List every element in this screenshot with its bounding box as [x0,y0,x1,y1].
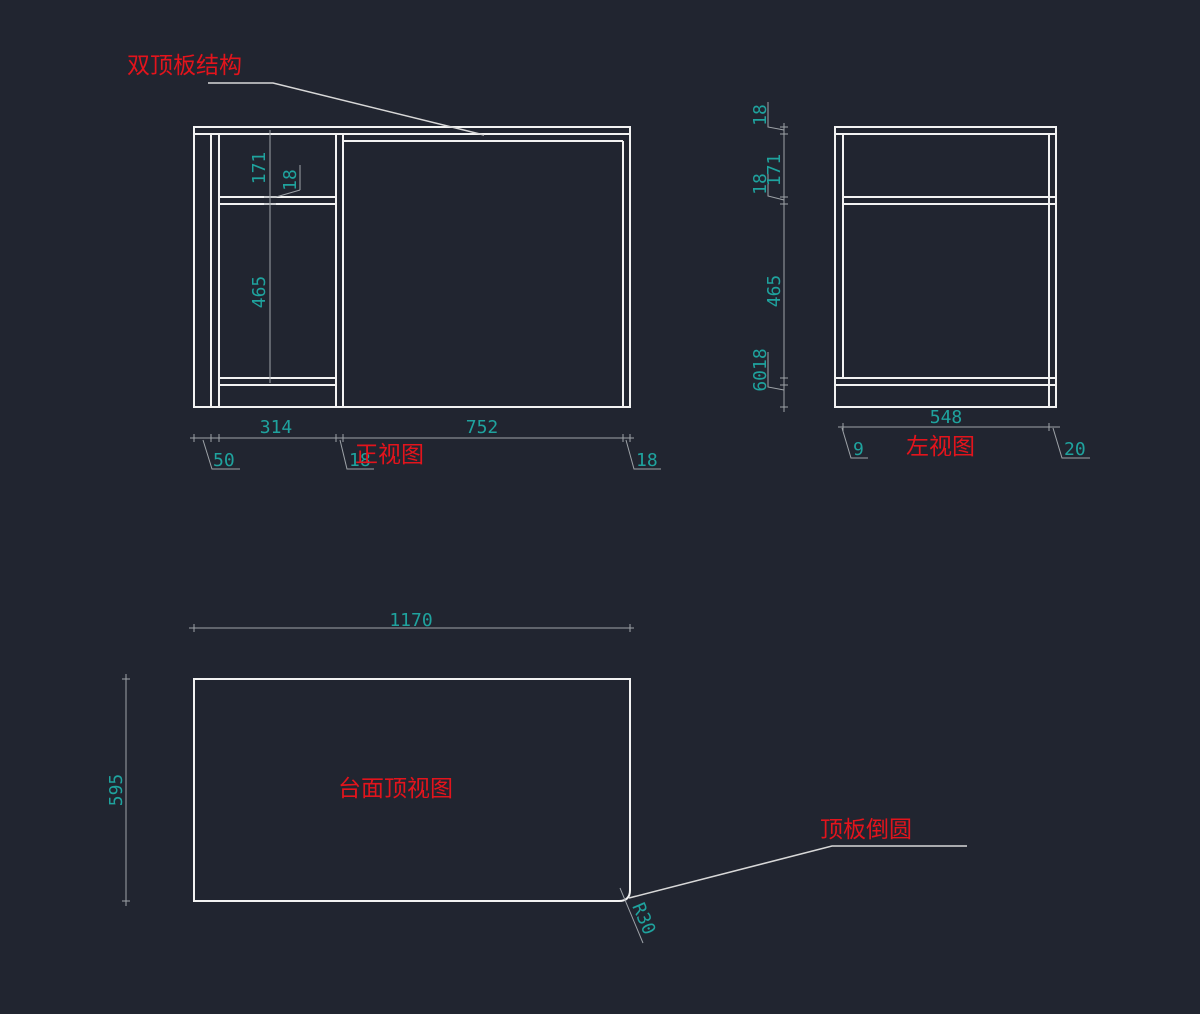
front-view [193,126,631,408]
top-dimensions: 1170 595 R30 [106,610,659,944]
double-top-leader [208,82,485,136]
label-top-view: 台面顶视图 [338,776,453,802]
fillet-leader [628,845,967,899]
dim-side-depth: 548 [930,407,963,428]
dim-top-depth: 595 [106,774,127,807]
dim-lower-shelf: 465 [249,276,270,309]
side-outline [834,126,1057,408]
front-dimensions: 171 18 465 314 752 50 18 18 [190,130,661,471]
label-fillet: 顶板倒圆 [820,817,912,843]
front-outline [193,126,631,408]
dim-side-top-board: 18 [750,104,771,126]
dim-upper-shelf: 171 [249,152,270,185]
left-dimensions: 18 171 18 465 6018 548 9 20 [750,102,1090,460]
dim-side-upper-gap: 171 [764,154,785,187]
double-top-callout: 双顶板结构 [127,53,485,136]
label-front-view: 正视图 [355,442,424,468]
label-double-top: 双顶板结构 [127,53,242,79]
dim-left-width: 314 [260,417,293,438]
fillet-radius-leader [619,887,644,944]
fillet-callout: 顶板倒圆 [628,817,967,899]
dim-right-width: 752 [466,417,499,438]
dim-side-back-offset: 20 [1064,439,1086,460]
dim-fillet-radius: R30 [627,900,659,938]
dim-side-bottom-pair: 6018 [750,348,771,391]
dim-side-mid-board: 18 [750,173,771,195]
dim-shelf-thickness: 18 [280,169,301,191]
top-board-outline [193,678,631,902]
left-view [834,126,1057,408]
dim-right-panel: 18 [636,450,658,471]
dim-side-lower-gap: 465 [764,275,785,308]
dim-divider: 18 [349,450,371,471]
top-view [193,678,631,902]
dim-top-length: 1170 [389,610,432,631]
dim-side-front-offset: 9 [853,439,864,460]
label-left-view: 左视图 [906,434,975,460]
dim-left-offset: 50 [213,450,235,471]
